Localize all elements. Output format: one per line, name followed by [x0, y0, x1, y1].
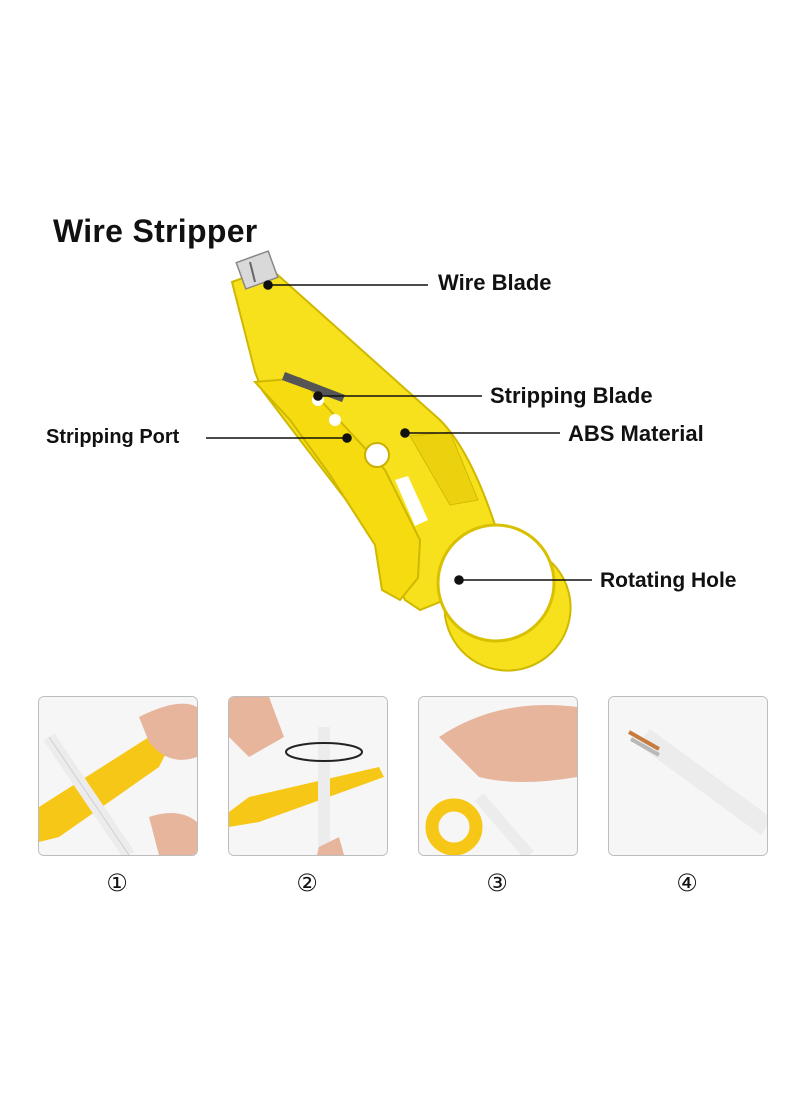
callouts — [206, 280, 592, 585]
step-3-number: ③ — [486, 869, 508, 897]
label-wire-blade: Wire Blade — [438, 270, 552, 295]
tool-body — [230, 250, 572, 672]
label-abs-material: ABS Material — [568, 421, 704, 446]
wire-stripper-illustration — [206, 250, 592, 672]
step-1-image — [38, 696, 198, 856]
step-4-number: ④ — [676, 869, 698, 897]
label-stripping-blade: Stripping Blade — [490, 383, 653, 408]
step-1-number: ① — [106, 869, 128, 897]
step-2-image — [228, 696, 388, 856]
step-4-image — [608, 696, 768, 856]
step-2-number: ② — [296, 869, 318, 897]
diagram-title: Wire Stripper — [53, 213, 258, 249]
label-rotating-hole: Rotating Hole — [600, 569, 737, 592]
step-3-image — [418, 696, 578, 856]
label-stripping-port: Stripping Port — [46, 426, 180, 448]
